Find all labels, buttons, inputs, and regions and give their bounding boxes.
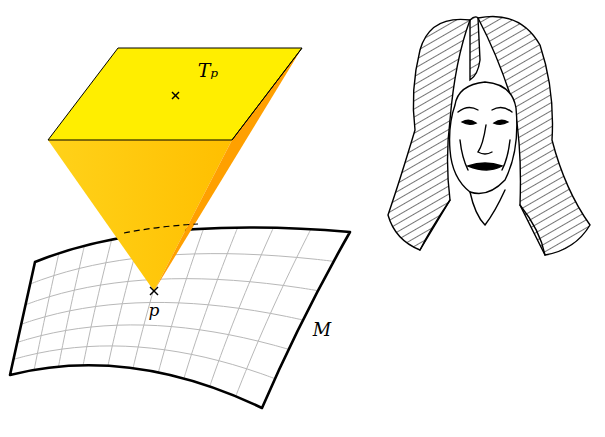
- manifold-surface: [10, 227, 350, 408]
- manifold-label: M: [313, 321, 331, 339]
- grid-line: [21, 302, 303, 324]
- hidden-edge: [124, 224, 198, 233]
- grid-line: [26, 279, 318, 305]
- portrait-sketch: [388, 17, 590, 255]
- grid-line: [13, 346, 275, 379]
- grid-line: [30, 254, 334, 284]
- grid-line: [210, 228, 274, 387]
- point-label: p: [149, 302, 160, 319]
- tangent-cone: [48, 48, 302, 291]
- grid-line: [17, 325, 288, 349]
- point-marks: [150, 92, 179, 295]
- tangent-space-label: Tₚ: [198, 61, 218, 80]
- manifold-outline: [10, 227, 350, 408]
- grid-line: [34, 253, 59, 370]
